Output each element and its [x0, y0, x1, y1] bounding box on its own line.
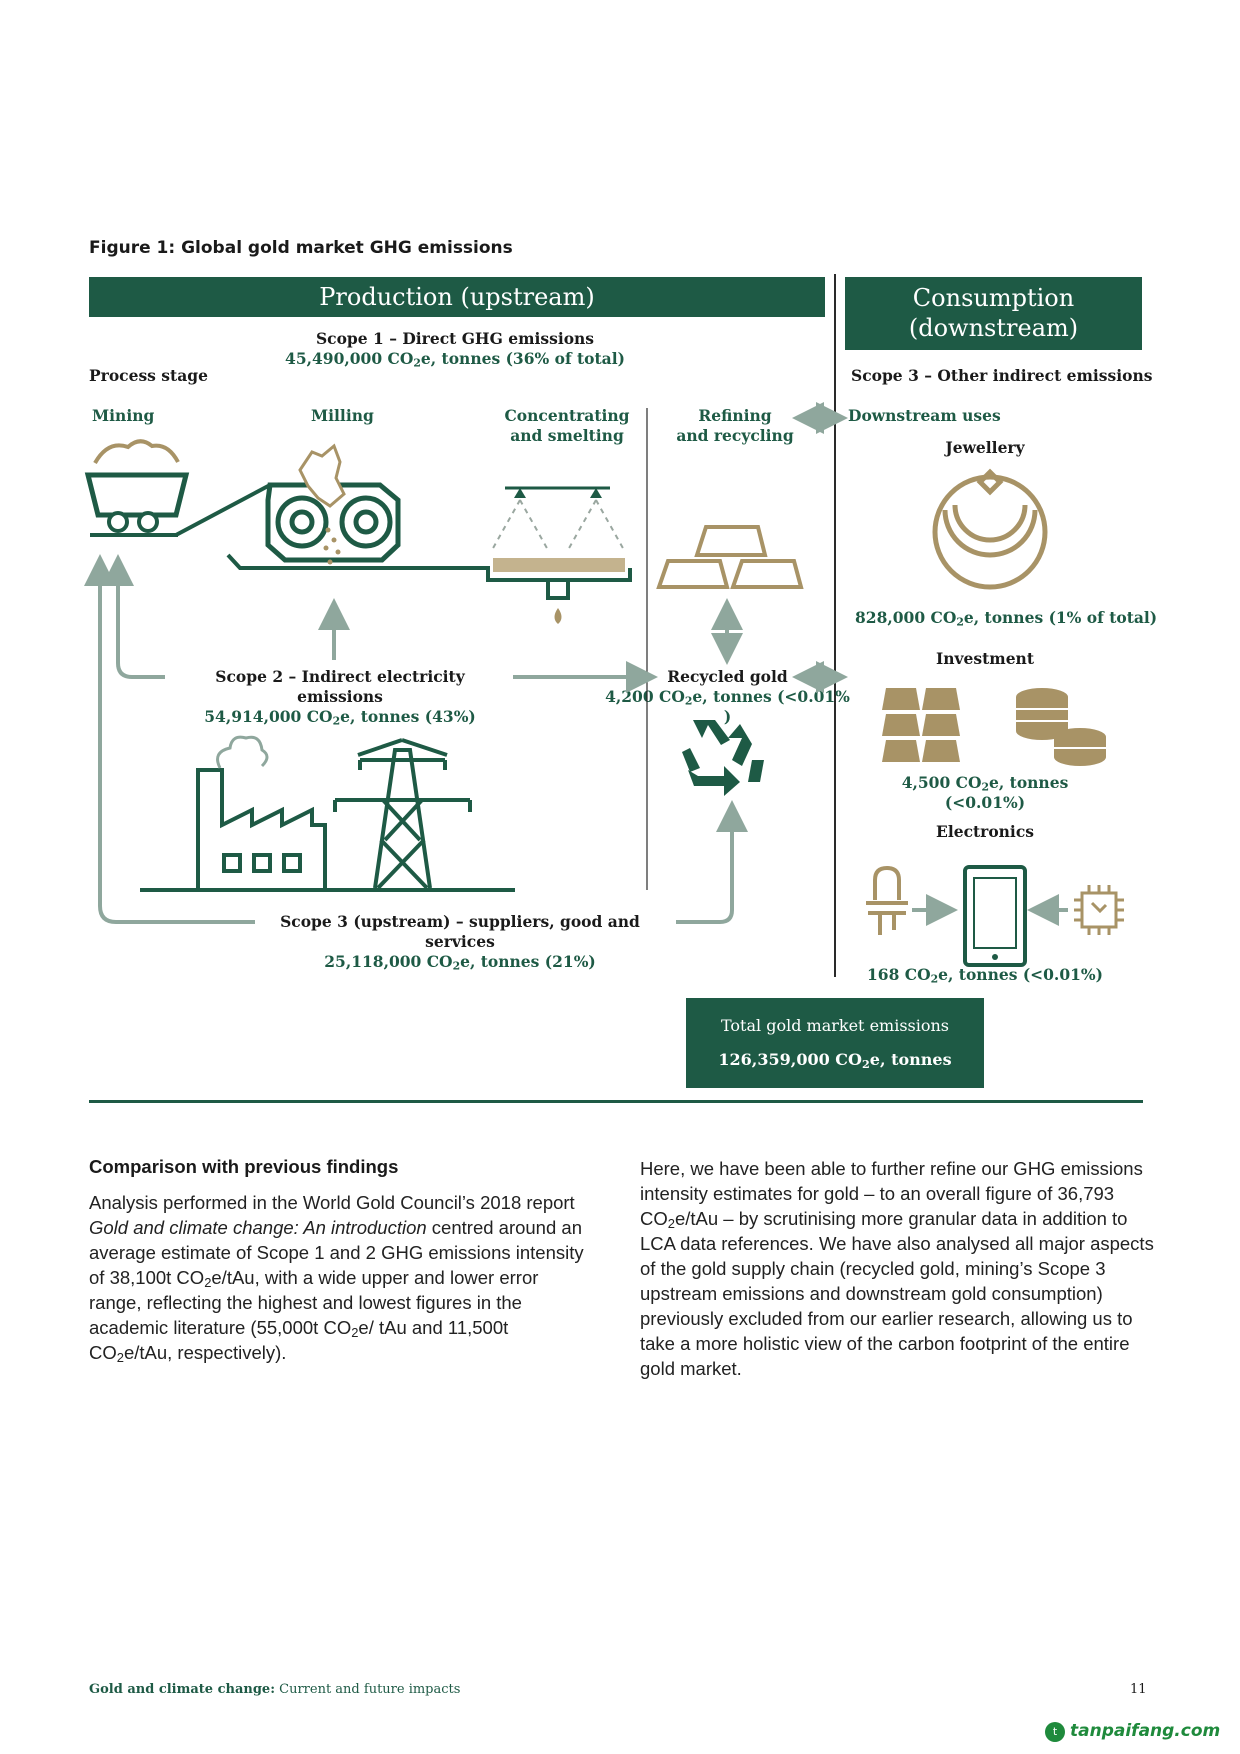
- jewellery-value: 828,000 CO2e, tonnes (1% of total): [855, 608, 1157, 628]
- scope1-value: 45,490,000 CO2e, tonnes (36% of total): [250, 349, 660, 369]
- subscript: 2: [351, 1325, 359, 1341]
- scope1-value-post: e, tonnes (36% of total): [420, 349, 625, 368]
- jewellery-label: Jewellery: [945, 438, 1025, 457]
- stage-concentrating-line1: Concentrating: [504, 406, 630, 425]
- figure-title: Figure 1: Global gold market GHG emissio…: [89, 238, 513, 258]
- scope1-label: Scope 1 – Direct GHG emissions: [315, 329, 595, 348]
- jewellery-value-post: e, tonnes (1% of total): [963, 608, 1158, 627]
- total-label: Total gold market emissions: [720, 1016, 950, 1035]
- electronics-value: 168 CO2e, tonnes (<0.01%): [860, 965, 1110, 985]
- pylon-icon: [333, 738, 472, 890]
- scope2-label: Scope 2 – Indirect electricity emissions: [215, 667, 465, 706]
- electronics-value-pre: 168 CO: [867, 965, 931, 984]
- stage-downstream: Downstream uses: [848, 406, 1001, 425]
- subscript: 2: [861, 1056, 870, 1071]
- scope1-block: Scope 1 – Direct GHG emissions 45,490,00…: [250, 329, 660, 369]
- section-divider: [834, 274, 836, 977]
- ring-icon: [932, 468, 1048, 590]
- led-icon: [866, 865, 908, 935]
- total-emissions-box: Total gold market emissions 126,359,000 …: [686, 998, 984, 1088]
- right-text-1: Here, we have been able to further refin…: [640, 1158, 1143, 1229]
- investment-label: Investment: [936, 649, 1034, 668]
- total-value-pre: 126,359,000 CO: [718, 1050, 862, 1069]
- factory-icon: [196, 735, 327, 888]
- stage-mining: Mining: [92, 406, 155, 425]
- left-text-2: centred around an average estimate of Sc…: [89, 1217, 584, 1288]
- consumption-header-line1: Consumption: [912, 284, 1075, 312]
- production-header: Production (upstream): [89, 277, 825, 317]
- process-baseline: [226, 553, 632, 582]
- stage-refining: Refining and recycling: [665, 406, 805, 446]
- figure-bottom-rule: [89, 1100, 1143, 1103]
- scope2-value: 54,914,000 CO2e, tonnes (43%): [170, 707, 510, 727]
- section-heading: Comparison with previous findings: [89, 1156, 399, 1177]
- left-text-1: Analysis performed in the World Gold Cou…: [89, 1192, 575, 1213]
- subscript: 2: [667, 1216, 675, 1232]
- recycled-label: Recycled gold: [667, 667, 788, 686]
- mill-icon: [265, 443, 401, 565]
- right-text-2: e/tAu – by scrutinising more granular da…: [640, 1208, 1154, 1379]
- scope3-up-value-pre: 25,118,000 CO: [324, 952, 453, 971]
- stage-refining-line1: Refining: [698, 406, 772, 425]
- scope3-other-label: Scope 3 – Other indirect emissions: [851, 366, 1153, 385]
- footer-title: Gold and climate change: Current and fut…: [89, 1682, 460, 1697]
- watermark-logo-icon: t: [1045, 1722, 1065, 1742]
- subscript: 2: [452, 959, 461, 973]
- coins-icon: [1016, 688, 1106, 766]
- subscript: 2: [930, 972, 939, 986]
- total-value-post: e, tonnes: [869, 1050, 952, 1069]
- stage-milling: Milling: [311, 406, 374, 425]
- recycled-value-pre: 4,200 CO: [605, 687, 685, 706]
- subscript: 2: [332, 714, 341, 728]
- process-stage-label: Process stage: [89, 366, 208, 385]
- right-paragraph: Here, we have been able to further refin…: [640, 1156, 1160, 1381]
- stage-concentrating: Concentrating and smelting: [497, 406, 637, 446]
- stage-concentrating-line2: and smelting: [510, 426, 624, 445]
- electronics-value-post: e, tonnes (<0.01%): [938, 965, 1103, 984]
- subscript: 2: [413, 356, 421, 370]
- left-text-5: e/tAu, respectively).: [123, 1342, 287, 1363]
- scope1-value-pre: 45,490,000 CO: [285, 349, 414, 368]
- investment-value: 4,500 CO2e, tonnes (<0.01%): [860, 773, 1110, 813]
- gold-bars-icon: [656, 525, 804, 589]
- mining-cart-icon: [84, 439, 190, 537]
- total-value: 126,359,000 CO2e, tonnes: [686, 1043, 984, 1077]
- investment-value-pre: 4,500 CO: [901, 773, 982, 792]
- consumption-header-line2: (downstream): [908, 314, 1079, 342]
- subscript: 2: [684, 694, 693, 708]
- scope3-up-value-post: e, tonnes (21%): [460, 952, 596, 971]
- investment-bars-icon: [882, 688, 960, 762]
- footer-title-bold: Gold and climate change:: [89, 1682, 275, 1697]
- subscript: 2: [116, 1350, 124, 1366]
- scope3-up-label: Scope 3 (upstream) – suppliers, good and…: [280, 912, 640, 951]
- subscript: 2: [204, 1275, 212, 1291]
- footer-title-rest: Current and future impacts: [275, 1682, 461, 1697]
- flow-arrows: [84, 402, 848, 924]
- scope3-up-value: 25,118,000 CO2e, tonnes (21%): [250, 952, 670, 972]
- investment-value-post: e, tonnes (<0.01%): [944, 773, 1069, 812]
- scope3-up-block: Scope 3 (upstream) – suppliers, good and…: [250, 912, 670, 972]
- watermark-text[interactable]: tanpaifang.com: [1070, 1721, 1221, 1741]
- report-title: Gold and climate change: An introduction: [89, 1217, 427, 1238]
- stage-refining-line2: and recycling: [676, 426, 794, 445]
- tablet-icon: [963, 865, 1027, 967]
- scope2-value-post: e, tonnes (43%): [340, 707, 476, 726]
- subscript: 2: [981, 780, 990, 794]
- left-paragraph: Analysis performed in the World Gold Cou…: [89, 1190, 594, 1365]
- scope2-value-pre: 54,914,000 CO: [204, 707, 333, 726]
- concentrator-icon: [491, 486, 625, 624]
- jewellery-value-pre: 828,000 CO: [855, 608, 957, 627]
- consumption-header: Consumption (downstream): [845, 277, 1142, 350]
- chip-icon: [1074, 885, 1124, 935]
- scope2-block: Scope 2 – Indirect electricity emissions…: [170, 667, 510, 727]
- conveyor-icon: [175, 483, 271, 537]
- page-number: 11: [1130, 1682, 1147, 1697]
- electronics-label: Electronics: [936, 822, 1034, 841]
- left-text-3: e/tAu, with a wide upper and lower error…: [89, 1267, 539, 1338]
- subscript: 2: [956, 615, 964, 629]
- recycle-icon: [682, 720, 764, 796]
- left-text-4: e/ tAu and 11,500t CO: [89, 1317, 509, 1363]
